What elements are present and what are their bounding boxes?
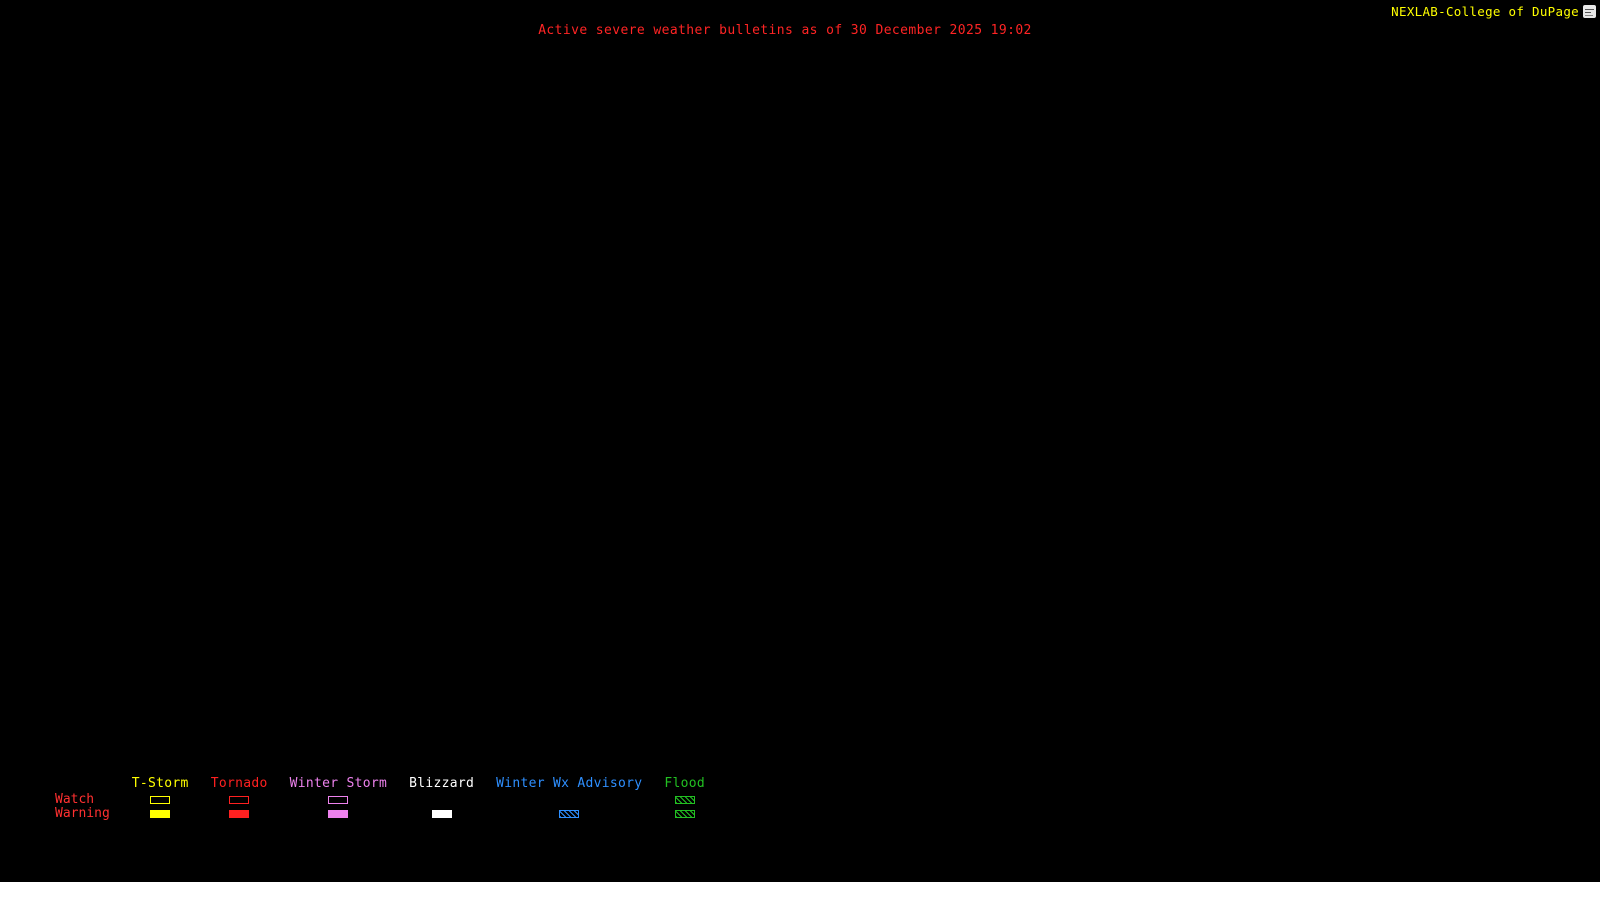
legend-cell-flood-warning (674, 807, 695, 820)
legend-cell-t-storm-watch (150, 793, 171, 806)
winter-wx-advisory-warning-swatch (559, 809, 580, 818)
legend-cell-blizzard-watch (432, 793, 452, 806)
winter-storm-warning-swatch (328, 809, 349, 818)
legend-header-winter-storm: Winter Storm (289, 776, 388, 791)
legend-col-winter-storm: Winter Storm (290, 777, 388, 820)
legend-header-flood: Flood (664, 776, 706, 791)
legend-cell-winter-storm-watch (328, 793, 349, 806)
legend-cell-blizzard-warning (431, 807, 452, 820)
t-storm-warning-swatch (150, 809, 171, 818)
legend-col-blizzard: Blizzard (409, 777, 474, 820)
legend-cell-tornado-warning (229, 807, 250, 820)
legend-cell-tornado-watch (229, 793, 250, 806)
legend-col-winter-wx-advisory: Winter Wx Advisory (496, 777, 642, 820)
legend-columns: T-Storm Tornado Winter Storm Blizzard Winter… (132, 777, 705, 820)
legend-col-t-storm: T-Storm (132, 777, 189, 820)
legend-cell-t-storm-warning (150, 807, 171, 820)
nexlab-logo-icon (1583, 5, 1596, 18)
legend: Watch Warning T-Storm Tornado Winter Storm… (55, 777, 705, 820)
legend-cell-flood-watch (674, 793, 695, 806)
legend-col-tornado: Tornado (211, 777, 268, 820)
legend-header-winter-wx-advisory: Winter Wx Advisory (496, 776, 643, 791)
t-storm-watch-swatch (150, 795, 171, 804)
tornado-warning-swatch (229, 809, 250, 818)
flood-watch-swatch (674, 795, 695, 804)
legend-cell-winter-wx-advisory-warning (559, 807, 580, 820)
legend-warning-label: Warning (55, 806, 110, 821)
bottom-strip (0, 882, 1600, 900)
legend-header-t-storm: T-Storm (131, 776, 189, 791)
legend-header-tornado: Tornado (210, 776, 268, 791)
brand: NEXLAB-College of DuPage (1391, 4, 1596, 19)
winter-storm-watch-swatch (328, 795, 349, 804)
tornado-watch-swatch (229, 795, 250, 804)
blizzard-warning-swatch (431, 809, 452, 818)
flood-warning-swatch (674, 809, 695, 818)
bulletin-status-title: Active severe weather bulletins as of 30… (538, 23, 1032, 38)
brand-text: NEXLAB-College of DuPage (1391, 4, 1579, 19)
legend-row-labels: Watch Warning (55, 777, 110, 820)
legend-cell-winter-wx-advisory-watch (559, 793, 579, 806)
legend-watch-label: Watch (55, 792, 95, 807)
legend-header-blizzard: Blizzard (409, 776, 475, 791)
legend-cell-winter-storm-warning (328, 807, 349, 820)
legend-col-flood: Flood (664, 777, 705, 820)
